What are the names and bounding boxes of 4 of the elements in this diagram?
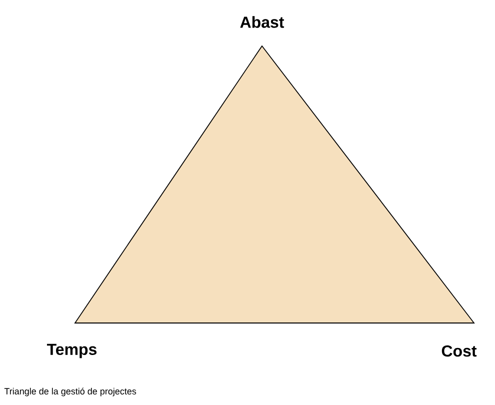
caption: Triangle de la gestió de projectes bbox=[4, 388, 136, 396]
vertex-label: Abast bbox=[240, 16, 284, 28]
vertex-label: Cost bbox=[442, 345, 477, 357]
vertex-label: Temps bbox=[46, 344, 97, 358]
